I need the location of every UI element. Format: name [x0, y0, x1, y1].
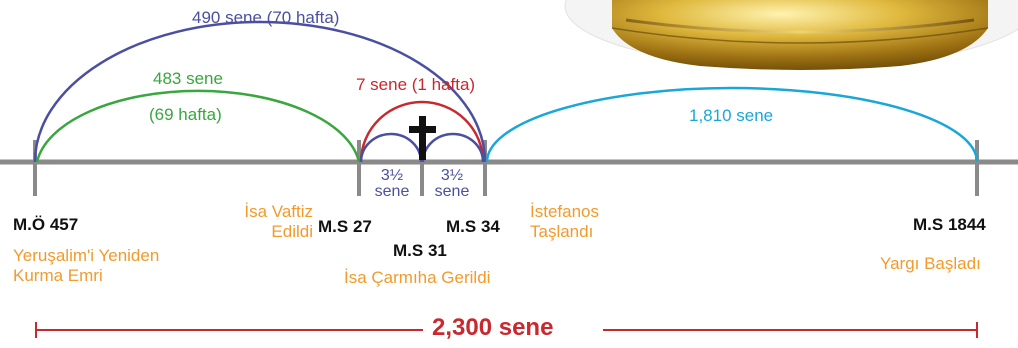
event-ad34: İstefanos Taşlandı — [530, 202, 599, 241]
label-half-right: 3½ sene — [429, 168, 475, 200]
date-ad27: M.S 27 — [318, 217, 372, 236]
timeline-ticks — [33, 140, 979, 196]
golden-object-image — [564, 0, 1018, 70]
event-ad27: İsa Vaftiz Edildi — [235, 202, 313, 241]
half-right-value: 3½ — [440, 167, 464, 184]
half-right-unit: sene — [434, 183, 470, 200]
event-bc457-line2: Kurma Emri — [13, 265, 103, 285]
label-half-left: 3½ sene — [369, 168, 415, 200]
arc-1810-years — [485, 86, 979, 163]
date-bc457: M.Ö 457 — [13, 215, 79, 234]
label-69-weeks: (69 hafta) — [149, 105, 222, 124]
date-ad34: M.S 34 — [446, 217, 500, 236]
event-bc457-line1: Yeruşalim'i Yeniden — [13, 246, 160, 265]
label-483-years: 483 sene — [153, 69, 223, 88]
date-ad1844: M.S 1844 — [913, 215, 986, 234]
label-490-years: 490 sene (70 hafta) — [192, 8, 340, 27]
event-ad31: İsa Çarmıha Gerildi — [344, 268, 491, 287]
total-span-line — [35, 322, 978, 338]
date-ad31: M.S 31 — [393, 241, 447, 260]
event-ad27-line1: İsa Vaftiz — [244, 202, 313, 221]
event-ad34-line1: İstefanos — [530, 202, 599, 221]
arc-483-years — [35, 89, 361, 163]
half-left-unit: sene — [374, 183, 410, 200]
event-ad34-line2: Taşlandı — [530, 221, 594, 241]
arc-half-left — [359, 132, 423, 163]
label-1810-years: 1,810 sene — [689, 106, 774, 125]
half-left-value: 3½ — [380, 167, 404, 184]
cross-icon — [409, 116, 436, 160]
arc-7-years — [359, 100, 485, 163]
event-ad1844: Yargı Başladı — [880, 254, 981, 273]
total-span-label: 2,300 sene — [432, 314, 554, 341]
arc-half-right — [421, 132, 485, 163]
event-ad27-line2: Edildi — [271, 221, 313, 241]
arc-490-years — [33, 20, 487, 163]
event-bc457: Yeruşalim'i Yeniden Kurma Emri — [13, 246, 159, 285]
label-7-years: 7 sene (1 hafta) — [356, 75, 476, 94]
